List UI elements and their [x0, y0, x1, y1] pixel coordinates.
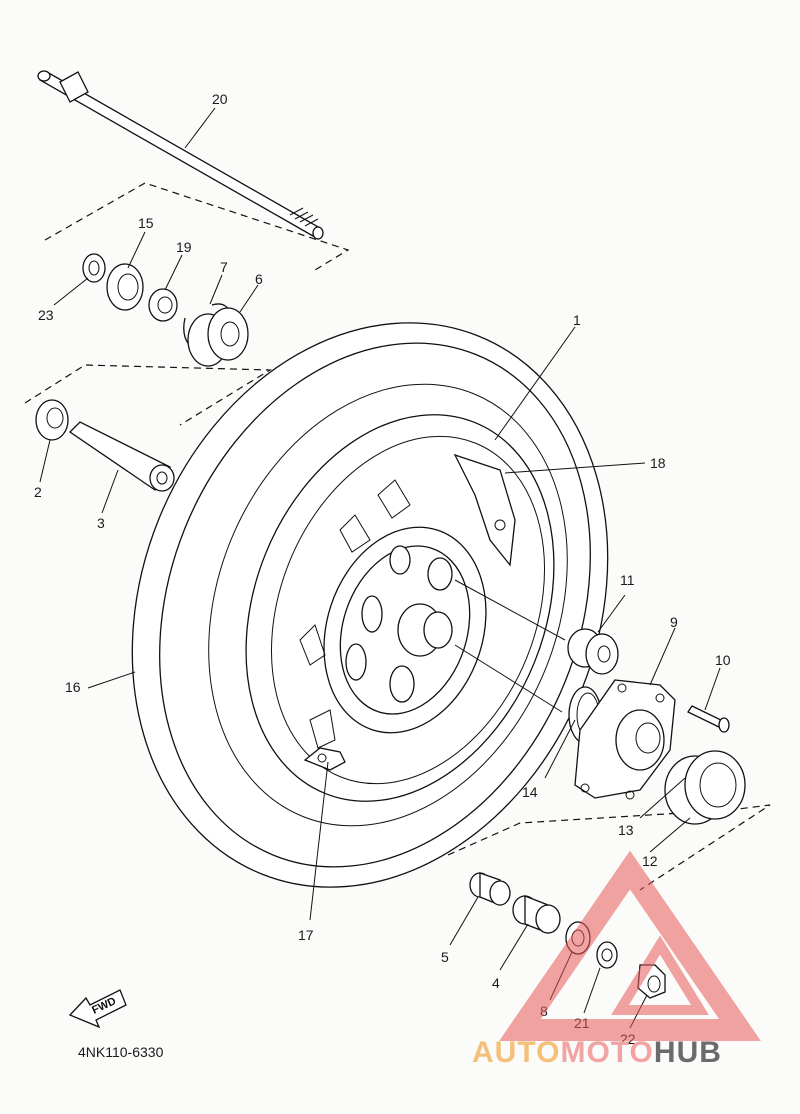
spacer-part-4 — [512, 895, 561, 934]
part-label-4: 4 — [492, 975, 500, 991]
leader-lines — [39, 107, 721, 1029]
part-label-6: 6 — [255, 271, 263, 287]
bearing-part-6 — [187, 307, 249, 367]
clutch-hub-part-9 — [574, 679, 676, 800]
part-label-5: 5 — [441, 949, 449, 965]
collar-part-5 — [469, 872, 511, 906]
watermark-part-auto: AUTO — [472, 1036, 560, 1069]
oil-seal-part-12 — [664, 750, 746, 825]
watermark-logo-icon — [499, 850, 761, 1041]
spacer-part-3 — [68, 421, 175, 492]
diagram-code: 4NK110-6330 — [78, 1044, 164, 1060]
part-label-14: 14 — [522, 784, 538, 800]
part-label-9: 9 — [670, 614, 678, 630]
part-label-3: 3 — [97, 515, 105, 531]
part-label-15: 15 — [138, 215, 154, 231]
washer-part-21 — [596, 941, 618, 969]
upper-assembly-box — [44, 182, 350, 271]
svg-text:AUTOMOTOHUB: AUTOMOTOHUB — [472, 1036, 722, 1069]
part-label-13: 13 — [618, 822, 634, 838]
part-label-18: 18 — [650, 455, 666, 471]
part-label-1: 1 — [573, 312, 581, 328]
part-label-19: 19 — [176, 239, 192, 255]
part-label-16: 16 — [65, 679, 81, 695]
part-label-23: 23 — [38, 307, 54, 323]
washer-part-23 — [82, 253, 106, 283]
oil-seal-part-2 — [35, 399, 69, 441]
fwd-arrow-icon: FWD — [68, 989, 127, 1029]
collar-part-11 — [567, 628, 619, 675]
part-label-7: 7 — [220, 259, 228, 275]
watermark-text: AUTOMOTOHUB — [472, 1036, 722, 1069]
part-label-10: 10 — [715, 652, 731, 668]
part-label-2: 2 — [34, 484, 42, 500]
watermark-part-moto: MOTO — [560, 1036, 653, 1069]
collar-part-19 — [148, 288, 178, 322]
part-label-20: 20 — [212, 91, 228, 107]
part-label-17: 17 — [298, 927, 314, 943]
bolt-part-10 — [687, 705, 730, 733]
oil-seal-part-15 — [106, 263, 144, 311]
part-label-12: 12 — [642, 853, 658, 869]
wheel-assembly — [131, 322, 609, 888]
part-label-11: 11 — [620, 572, 635, 588]
axle-part — [37, 70, 324, 240]
watermark-part-hub: HUB — [654, 1036, 722, 1069]
